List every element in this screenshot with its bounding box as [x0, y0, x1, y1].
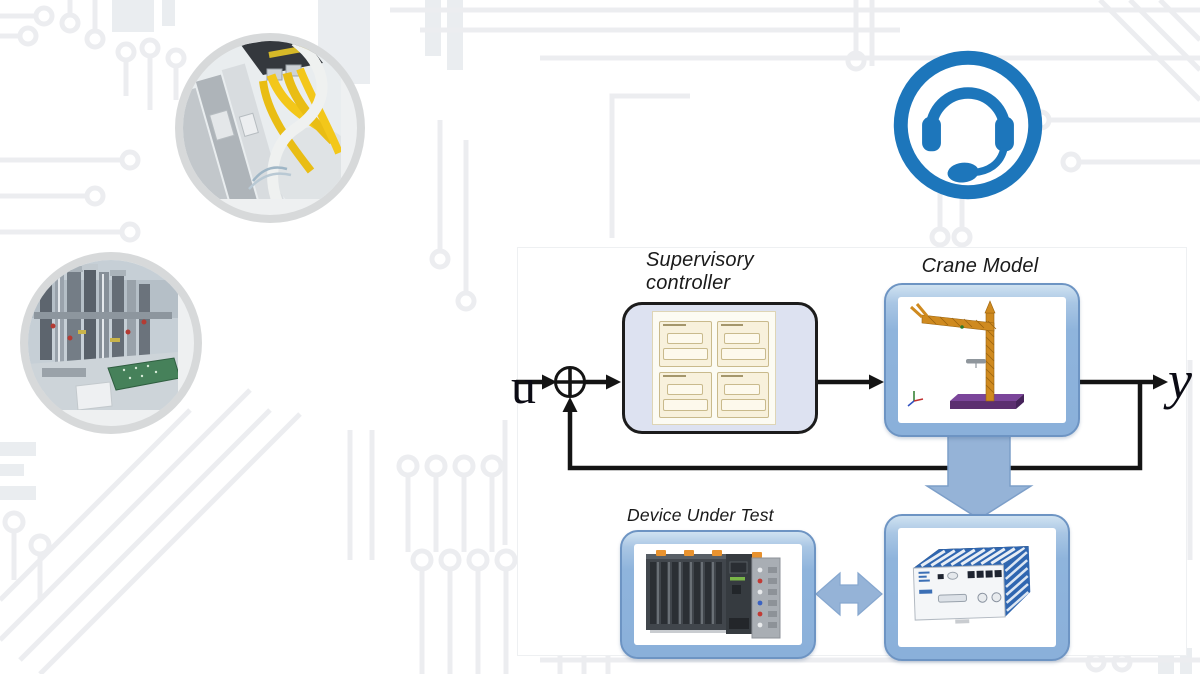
supervisory-controller-label: Supervisory controller: [646, 249, 754, 295]
input-signal-label: u: [511, 358, 536, 414]
device-under-test-block: [620, 530, 816, 659]
state-box: [716, 321, 769, 367]
supervisory-label-line1: Supervisory: [646, 249, 754, 271]
supervisory-controller-block: [622, 302, 818, 434]
crane-model-block: [884, 283, 1080, 437]
hil-illustration: [912, 546, 1031, 624]
plc-image: [634, 544, 802, 645]
hil-simulator-image: [898, 528, 1056, 647]
crane-tower: [984, 300, 996, 402]
sum-junction: [554, 366, 586, 398]
state-box: [659, 321, 712, 367]
state-box: [659, 372, 712, 418]
crane-model-label: Crane Model: [921, 255, 1039, 277]
network-cables-illustration: [183, 41, 341, 199]
crane-jib: [909, 303, 997, 332]
axis-triad: [907, 391, 924, 407]
plc-illustration: [646, 550, 781, 639]
big-down-arrow: [924, 433, 1034, 520]
feedback-wire: [567, 384, 1143, 471]
supervisory-label-line2: controller: [646, 272, 731, 294]
crane-trolley: [966, 359, 986, 368]
headset-icon-glyph: [893, 50, 1043, 200]
assembly-machine-illustration: [28, 260, 178, 410]
state-box: [716, 372, 769, 418]
headset-icon: [886, 43, 1050, 207]
output-signal-label: y: [1168, 350, 1192, 410]
arrowheads: [542, 374, 1168, 412]
plus-sign: [555, 367, 585, 397]
hil-simulator-block: [884, 514, 1070, 661]
crane-illustration: [907, 300, 1024, 409]
stateflow-chart: [652, 311, 776, 425]
plc-network-cables-photo: [175, 33, 365, 223]
device-under-test-label: Device Under Test: [627, 505, 774, 525]
black-signal-lines: [516, 379, 1154, 471]
bidirectional-arrow: [815, 571, 883, 617]
industrial-assembly-machine-photo: [20, 252, 202, 434]
crane-model-image: [898, 297, 1066, 423]
